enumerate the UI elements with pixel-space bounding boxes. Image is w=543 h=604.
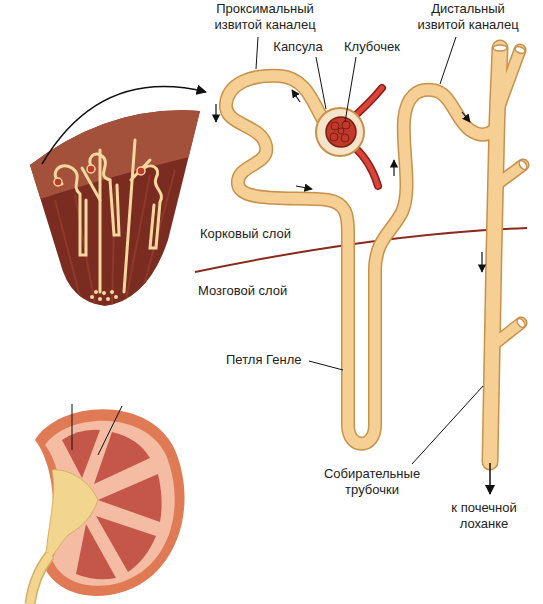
part-label: Собирательные трубочки [317,466,427,497]
kidney-section [30,409,185,604]
glomerulus-loops [330,121,350,142]
duct-branch [498,50,520,110]
papilla-openings [90,290,118,301]
ureter-outline [30,555,50,604]
kidney-capsule [35,409,185,596]
duct-openings [493,45,528,329]
duct-branch [496,165,523,185]
renal-pelvis [46,470,98,568]
kidney-pyramid [0,0,220,310]
flow-arrows [216,90,482,272]
zoom-arrow [42,87,206,164]
tubule [226,76,494,444]
glomerulus [326,117,356,147]
kidney-cortex [45,421,175,586]
mini-glomeruli [54,165,145,186]
part-label: Капсула [273,39,322,55]
part-label: Клубочек [344,39,400,55]
part-label: Петля Генле [226,352,301,368]
part-label: Корковый слой [200,226,291,242]
part-label: Проксимальный извитой каналец [205,1,325,32]
part-label: Дистальный извитой каналец [408,1,528,32]
mini-tubules [55,140,161,292]
ureter [30,555,50,604]
part-label: к почечной лоханке [429,500,539,531]
capsule [316,108,364,156]
zoom-lines [72,404,122,455]
leader-lines [256,37,483,464]
outflow-arrow [489,463,491,494]
nephron [226,48,523,462]
duct-branch [493,323,521,345]
tubule-outline [226,76,494,444]
part-label: Мозговой слой [198,283,287,299]
